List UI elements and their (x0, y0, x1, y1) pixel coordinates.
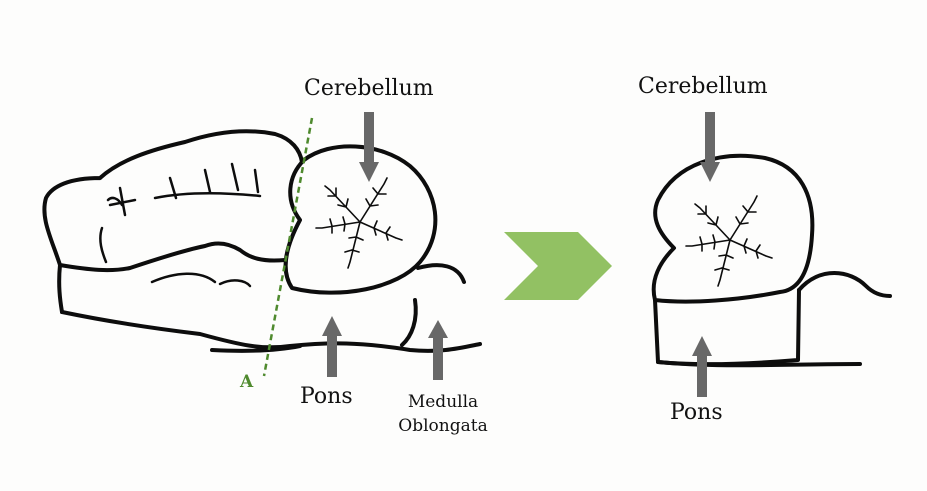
left-pons-arrow (322, 316, 342, 377)
left-arbor-vitae (315, 177, 403, 269)
left-ventricle-lines (150, 272, 252, 288)
right-brainstem-base (656, 360, 862, 368)
cut-line-label: A (240, 372, 254, 392)
right-cerebellum-outline (651, 153, 815, 304)
left-cut-line (262, 117, 314, 377)
medulla-label-line2: Oblongata (398, 416, 488, 436)
left-cerebellum-arrow (359, 112, 379, 182)
left-sulcus-branches (168, 162, 260, 200)
left-cerebellum-label: Cerebellum (304, 76, 434, 101)
right-brain-drawing (651, 112, 892, 397)
right-cerebellum-arrow (700, 112, 720, 182)
left-pons-medulla-edge (400, 298, 418, 347)
right-pons-label: Pons (670, 400, 723, 425)
right-pons-arrow (692, 336, 712, 397)
left-medulla-label: Medulla Oblongata (393, 390, 493, 438)
transition-chevron (504, 232, 612, 300)
left-medulla-arrow (428, 320, 448, 380)
left-cerebrum-fissure (106, 186, 137, 217)
left-cerebrum-sulcus (153, 191, 262, 200)
left-cerebrum-outline (42, 129, 304, 314)
right-medulla-top (797, 271, 892, 298)
left-brain-drawing (42, 112, 482, 380)
left-frontal-edge (99, 226, 108, 264)
medulla-label-line1: Medulla (407, 392, 479, 412)
left-medulla-top (416, 263, 466, 284)
right-cerebellum-label: Cerebellum (638, 74, 768, 99)
left-brainstem-base (210, 344, 302, 353)
left-cerebellum-outline (283, 144, 438, 295)
left-pons-label: Pons (300, 384, 353, 409)
right-arbor-vitae (685, 195, 773, 287)
